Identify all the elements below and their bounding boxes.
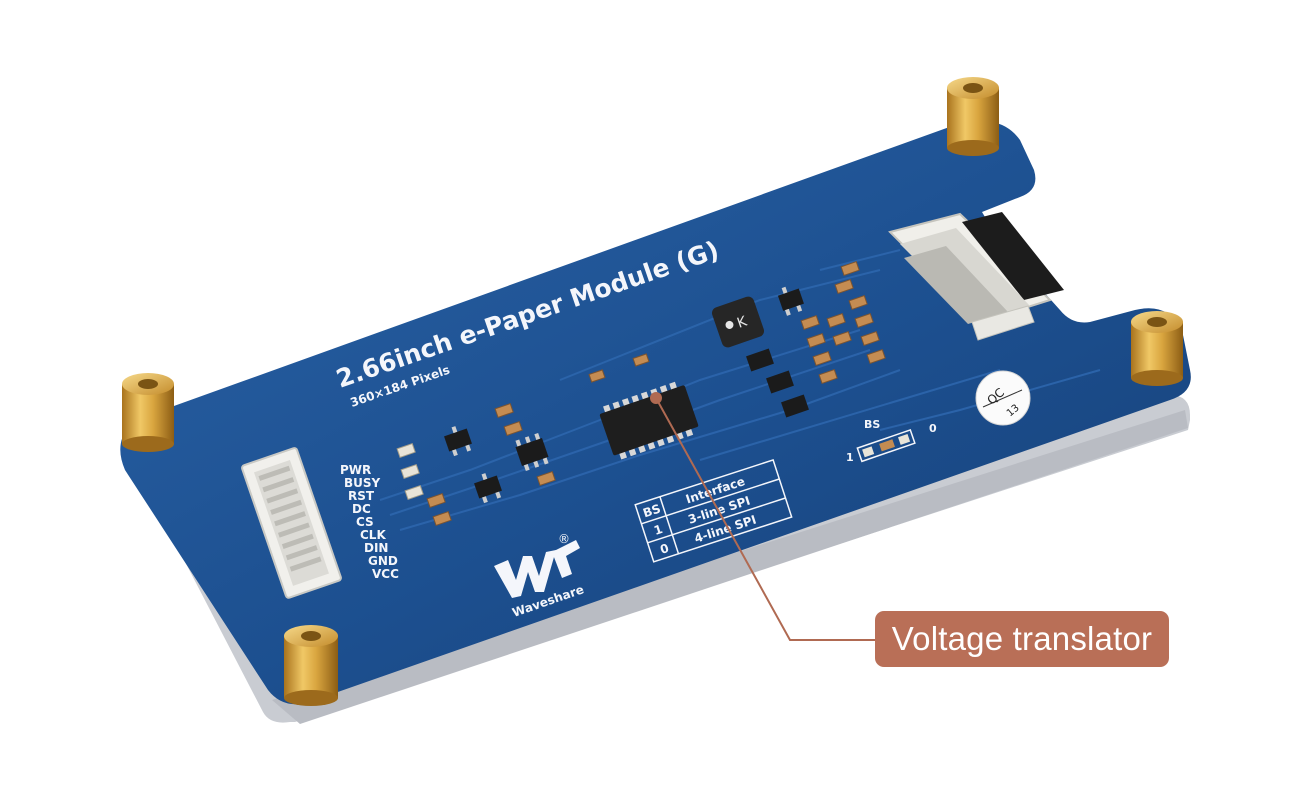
- pin-label: CS: [356, 515, 374, 529]
- pin-label: BUSY: [344, 476, 381, 490]
- pin-label: DC: [352, 502, 371, 516]
- table-cell-bs: 1: [652, 522, 664, 538]
- voltage-translator-chip: [599, 381, 699, 460]
- inductor: K: [711, 296, 765, 348]
- waveshare-logo-mark: [494, 550, 556, 598]
- standoff-right: [1131, 311, 1183, 386]
- voltage-translator-callout: Voltage translator: [875, 611, 1169, 667]
- table-cell-bs: 0: [658, 541, 670, 557]
- callout-text: Voltage translator: [891, 620, 1153, 657]
- fpc-connector: [888, 212, 1064, 341]
- bs-jumper-label: BS: [864, 418, 880, 431]
- standoff-top-right: [947, 77, 999, 156]
- pin-label: VCC: [372, 567, 399, 581]
- bs-jumper-one: 1: [846, 451, 854, 464]
- pin-label: RST: [348, 489, 375, 503]
- pin-label: PWR: [340, 463, 371, 477]
- pin-label: GND: [368, 554, 398, 568]
- standoff-bottom-left: [284, 625, 338, 706]
- pin-label: CLK: [360, 528, 386, 542]
- pin-label: DIN: [364, 541, 388, 555]
- pin-header-connector: [241, 447, 342, 599]
- brass-standoffs: [122, 77, 1183, 706]
- pin-labels: PWR BUSY RST DC CS CLK DIN GND VCC: [340, 463, 399, 581]
- callout-leader-line: [655, 397, 876, 641]
- bs-jumper-zero: 0: [929, 422, 937, 435]
- qc-sticker: QC 13: [975, 370, 1031, 426]
- bs-jumper: BS 1 0: [846, 418, 937, 464]
- table-header-bs: BS: [641, 502, 662, 521]
- standoff-left: [122, 373, 174, 452]
- smd-components-right: [746, 260, 886, 418]
- smd-components-left: [396, 353, 650, 526]
- registered-mark: ®: [558, 532, 570, 546]
